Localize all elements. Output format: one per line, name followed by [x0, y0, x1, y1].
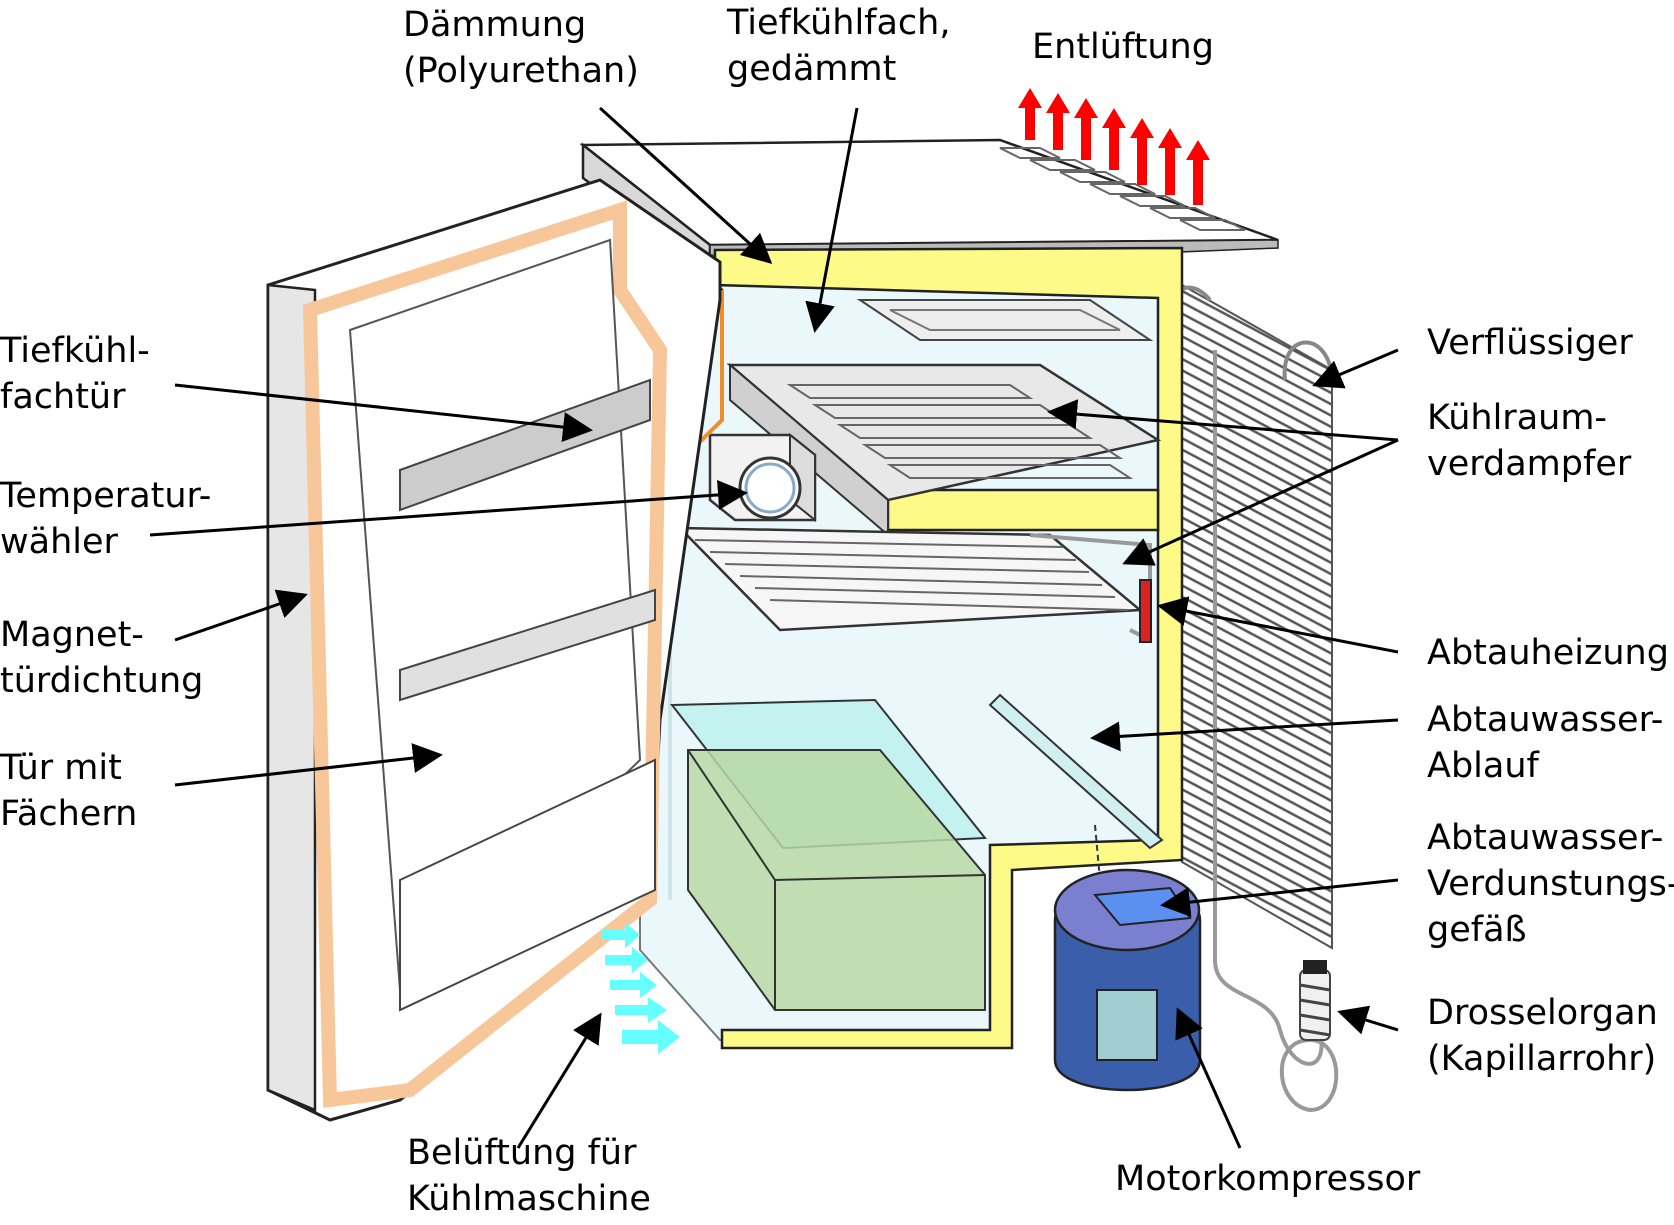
leader-verdampfer-1	[1047, 399, 1399, 442]
leader-belueftung	[516, 1012, 602, 1149]
label-tiefkuehlfach: Tiefkühlfach, gedämmt	[727, 3, 951, 89]
label-abtauheizung: Abtauheizung	[1427, 633, 1669, 673]
leader-magnettuerdichtung	[174, 589, 308, 642]
leader-verdunstung	[1160, 878, 1399, 918]
leader-abtauheizung	[1157, 596, 1399, 654]
label-verfluessiger: Verflüssiger	[1427, 323, 1633, 363]
refrigerator-door	[266, 178, 722, 1122]
leader-tiefkuehlfachtuer	[174, 383, 593, 443]
label-magnettuerdichtung: Magnet- türdichtung	[0, 615, 204, 701]
condenser	[1171, 283, 1334, 950]
label-motorkompressor: Motorkompressor	[1115, 1159, 1421, 1199]
leader-verfluessiger	[1312, 348, 1399, 389]
defrost-heater	[1139, 579, 1152, 643]
crisper-drawer	[687, 749, 986, 1011]
leader-tiefkuehlfach	[805, 107, 859, 333]
label-belueftung: Belüftung für Kühlmaschine	[407, 1133, 651, 1219]
temperature-selector	[708, 432, 817, 523]
leader-ablauf	[1090, 718, 1399, 752]
leader-kompressor	[1175, 1007, 1242, 1149]
leader-lines	[149, 106, 1399, 1149]
label-daemmung: Dämmung (Polyurethan)	[403, 5, 639, 91]
leader-verdampfer-2	[1122, 438, 1399, 566]
label-abtauwasser-verdunstungsgefaess: Abtauwasser- Verdunstungs- gefäß	[1427, 818, 1674, 950]
capillary-tube	[1213, 350, 1339, 1113]
label-drosselorgan: Drosselorgan (Kapillarrohr)	[1427, 993, 1658, 1079]
vent-grille	[999, 147, 1246, 231]
exhaust-arrows	[1018, 88, 1210, 205]
intake-arrows	[602, 922, 680, 1054]
label-abtauwasser-ablauf: Abtauwasser- Ablauf	[1427, 700, 1664, 786]
leader-tuer	[174, 743, 443, 787]
label-entlueftung: Entlüftung	[1032, 27, 1214, 67]
label-kuehlraumverdampfer: Kühlraum- verdampfer	[1427, 398, 1632, 484]
label-tiefkuehlfachtuer: Tiefkühl- fachtür	[0, 331, 150, 417]
label-tuer-mit-faechern: Tür mit Fächern	[0, 748, 138, 834]
throttle-coil	[1299, 960, 1331, 1041]
label-temperaturwaehler: Temperatur- wähler	[0, 476, 212, 562]
leader-daemmung	[598, 106, 773, 265]
leader-drossel	[1337, 1005, 1399, 1035]
leader-temperaturwaehler	[149, 479, 748, 537]
